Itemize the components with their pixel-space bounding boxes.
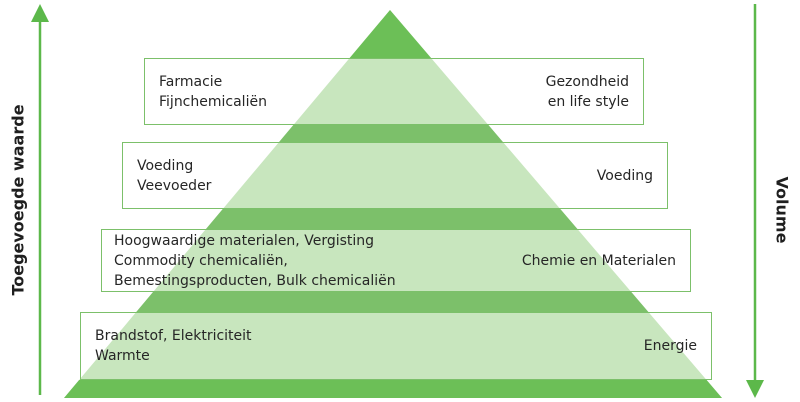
band-chemicals: Hoogwaardige materialen, Vergisting Comm… xyxy=(101,229,691,292)
up-arrow-icon xyxy=(31,4,49,395)
band-text-line: Brandstof, Elektriciteit xyxy=(95,328,252,344)
band-pharma-right-text: Gezondheid en life style xyxy=(546,72,629,112)
band-pharma: Farmacie Fijnchemicaliën Gezondheid en l… xyxy=(144,58,644,125)
band-text-line: Chemie en Materialen xyxy=(521,252,676,269)
band-energy: Brandstof, Elektriciteit Warmte Energie xyxy=(80,312,712,380)
band-chemicals-right-text: Chemie en Materialen xyxy=(522,251,676,271)
band-text-line: en life style xyxy=(547,93,629,110)
band-text-line: Veevoeder xyxy=(137,177,212,194)
pyramid-tip xyxy=(64,10,722,58)
band-text-line: Bemestingsproducten, Bulk chemicaliën xyxy=(114,272,396,289)
band-text-line: Gezondheid xyxy=(545,73,629,90)
pyramid-base xyxy=(64,380,722,398)
added-value-axis-label: Toegevoegde waarde xyxy=(8,104,28,296)
band-pharma-left-text: Farmacie Fijnchemicaliën xyxy=(159,72,267,112)
gap-band-2 xyxy=(64,209,722,229)
band-food-right-text: Voeding xyxy=(597,166,653,186)
band-text-line: Farmacie xyxy=(159,73,223,90)
band-text-line: Hoogwaardige materialen, Vergisting xyxy=(114,232,375,249)
band-text-line: Voeding xyxy=(137,157,194,174)
band-text-line: Energie xyxy=(643,338,697,354)
down-arrow-icon xyxy=(746,4,764,398)
band-text-line: Commodity chemicaliën, xyxy=(114,252,288,269)
band-text-line: Warmte xyxy=(95,348,150,364)
gap-band-3 xyxy=(64,292,722,312)
band-food-left-text: Voeding Veevoeder xyxy=(137,156,211,196)
band-text-line: Voeding xyxy=(596,167,653,184)
band-food: Voeding Veevoeder Voeding xyxy=(122,142,668,209)
band-text-line: Fijnchemicaliën xyxy=(159,93,267,110)
band-chemicals-left-text: Hoogwaardige materialen, Vergisting Comm… xyxy=(114,231,396,291)
gap-band-1 xyxy=(64,125,722,142)
band-energy-right-text: Energie xyxy=(644,336,697,356)
band-energy-left-text: Brandstof, Elektriciteit Warmte xyxy=(95,326,252,366)
volume-axis-label: Volume xyxy=(772,176,792,244)
